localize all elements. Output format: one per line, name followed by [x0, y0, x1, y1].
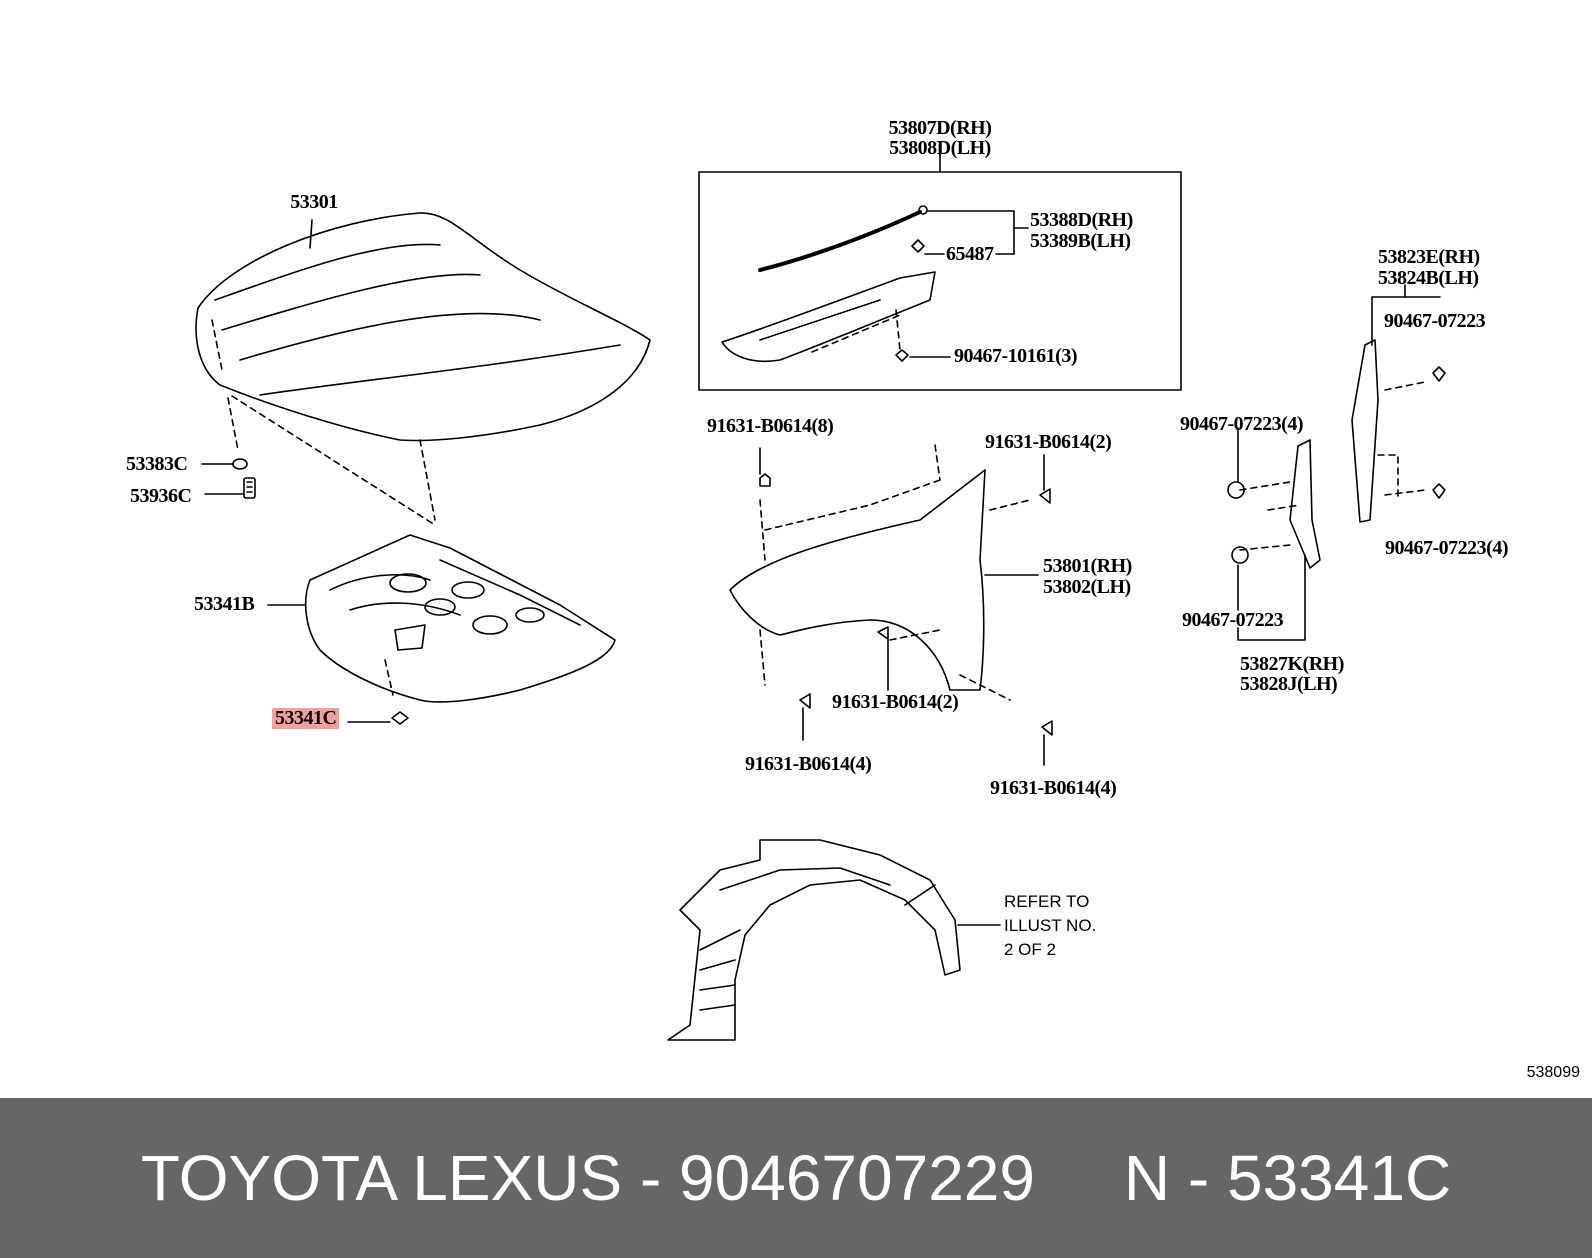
- label-hood: 53301: [290, 191, 338, 213]
- label-clip-10161: 90467-10161(3): [954, 345, 1077, 367]
- footer-brand: TOYOTA LEXUS: [140, 1142, 623, 1214]
- footer-ref-label: N: [1123, 1142, 1171, 1214]
- label-bolt-top-left: 91631-B0614(8): [707, 415, 834, 437]
- refer-note-line-3: 2 OF 2: [1004, 940, 1056, 959]
- diagram-drawing: [195, 151, 1446, 1041]
- label-panel-rh: 53823E(RH): [1378, 246, 1480, 268]
- footer-sep-2: -: [1170, 1142, 1227, 1214]
- label-weatherstrip-rh: 53388D(RH): [1030, 209, 1133, 231]
- label-clip-c: 90467-07223(4): [1385, 537, 1508, 559]
- diagram-code: 538099: [1526, 1064, 1580, 1081]
- hood-drawing: [195, 212, 651, 526]
- insulator-drawing: [267, 534, 616, 725]
- label-clip-d: 90467-07223: [1182, 609, 1284, 631]
- label-fender-lh: 53802(LH): [1043, 576, 1131, 598]
- label-clip-highlighted: 53341C: [272, 708, 340, 729]
- label-clip-b: 90467-07223(4): [1180, 413, 1303, 435]
- refer-note-line-2: ILLUST NO.: [1004, 916, 1097, 935]
- label-cushion: 53383C: [126, 453, 188, 475]
- label-seal-side-rh: 53827K(RH): [1240, 653, 1344, 675]
- footer-banner: TOYOTA LEXUS - 9046707229 N - 53341C: [0, 1098, 1592, 1258]
- footer-part-number: 9046707229: [679, 1142, 1035, 1214]
- refer-note-line-1: REFER TO: [1004, 892, 1090, 911]
- label-bumper: 53936C: [130, 485, 192, 507]
- label-bolt-top-right: 91631-B0614(2): [985, 431, 1112, 453]
- label-bolt-bottom-right: 91631-B0614(4): [990, 777, 1117, 799]
- label-panel-lh: 53824B(LH): [1378, 267, 1479, 289]
- cushion-bumper-drawing: [201, 458, 256, 499]
- label-weatherstrip-lh: 53389B(LH): [1030, 230, 1131, 252]
- label-seal-lh: 53808D(LH): [889, 137, 991, 159]
- label-clip-a: 90467-07223: [1384, 310, 1486, 332]
- label-seal-rh: 53807D(RH): [888, 117, 992, 139]
- fender-drawing: [729, 444, 1053, 766]
- footer-gap: [1035, 1141, 1124, 1215]
- fender-liner-drawing: [667, 839, 1001, 1041]
- footer-sep-1: -: [622, 1142, 680, 1214]
- footer-ref-code: 53341C: [1226, 1142, 1452, 1214]
- side-panels-drawing: [1227, 284, 1446, 641]
- parts-diagram: 53301 53383C 53936C 53341B 53341C 53807D…: [126, 117, 1580, 1082]
- label-clip-65487: 65487: [946, 243, 994, 265]
- label-insulator: 53341B: [194, 593, 255, 615]
- seal-box-drawing: [698, 151, 1182, 391]
- footer-text: TOYOTA LEXUS - 9046707229 N - 53341C: [0, 1098, 1592, 1258]
- label-bolt-bottom-left: 91631-B0614(4): [745, 753, 872, 775]
- label-seal-side-lh: 53828J(LH): [1240, 673, 1338, 695]
- label-fender-rh: 53801(RH): [1043, 555, 1132, 577]
- label-bolt-mid: 91631-B0614(2): [832, 691, 959, 713]
